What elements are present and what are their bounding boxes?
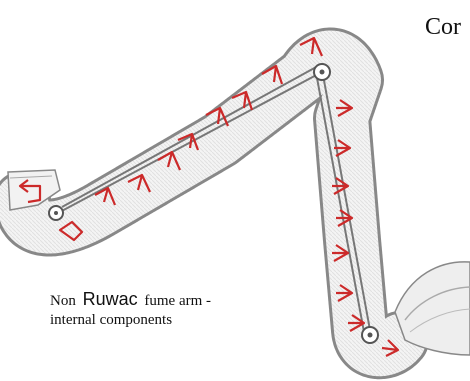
diagram-caption: Non Ruwac fume arm - internal components <box>50 290 280 330</box>
hood-icon <box>395 262 470 355</box>
caption-suffix: fume arm - <box>144 293 211 309</box>
caption-prefix: Non <box>50 293 76 309</box>
caption-brand: Ruwac <box>83 289 138 309</box>
caption-line2: internal components <box>50 312 172 328</box>
